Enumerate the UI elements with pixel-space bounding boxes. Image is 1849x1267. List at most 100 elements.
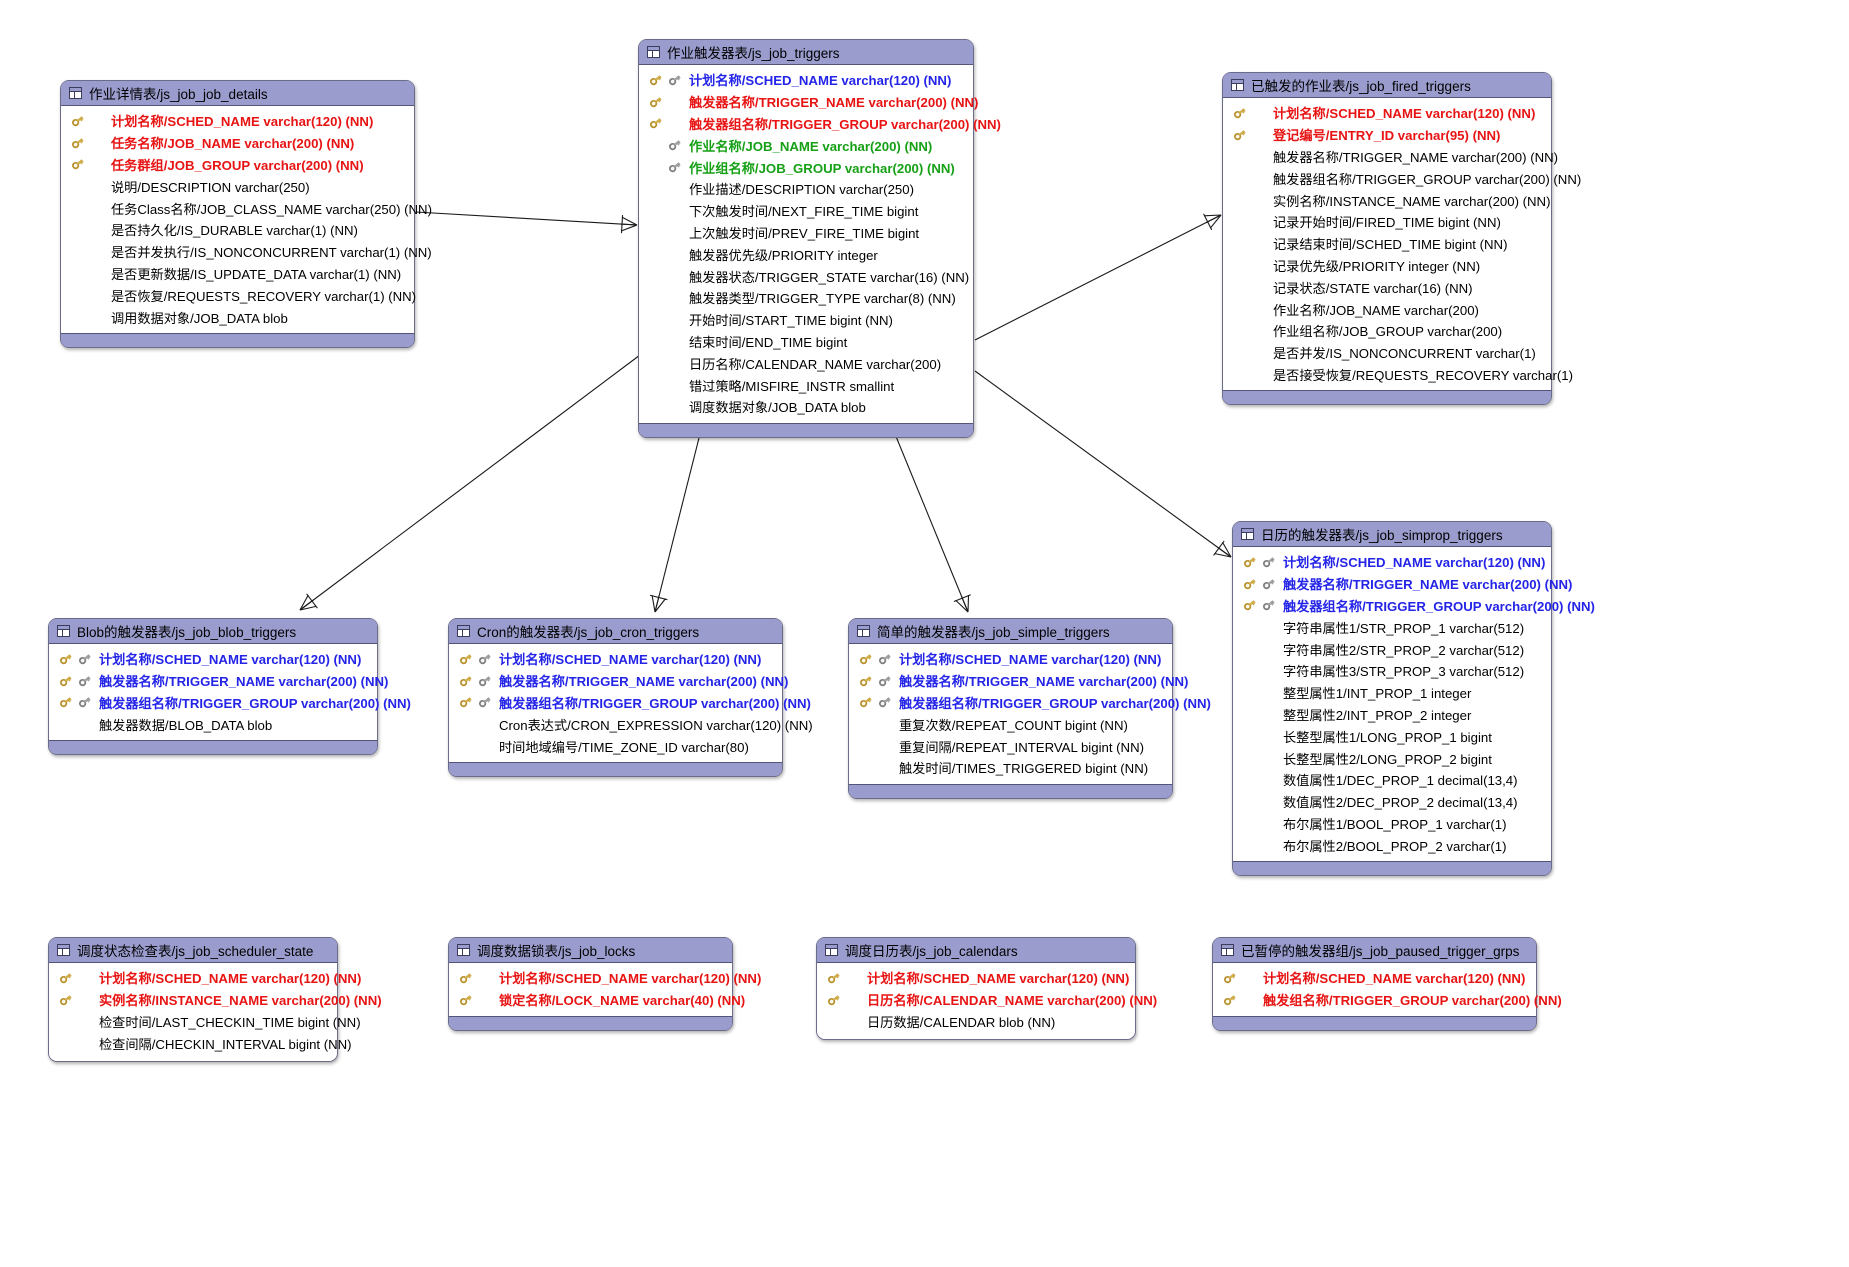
attribute-row[interactable]: 数值属性1/DEC_PROP_1 decimal(13,4) <box>1233 769 1551 791</box>
attribute-row[interactable]: 计划名称/SCHED_NAME varchar(120) (NN) <box>1213 967 1536 989</box>
attribute-row[interactable]: 结束时间/END_TIME bigint <box>639 331 973 353</box>
entity-header-js_job_cron_triggers[interactable]: Cron的触发器表/js_job_cron_triggers <box>449 619 782 644</box>
attribute-row[interactable]: 记录结束时间/SCHED_TIME bigint (NN) <box>1223 233 1551 255</box>
entity-js_job_simprop_triggers[interactable]: 日历的触发器表/js_job_simprop_triggers 计划名称/SCHE… <box>1232 521 1595 877</box>
entity-js_job_job_details[interactable]: 作业详情表/js_job_job_details 计划名称/SCHED_NAME … <box>60 80 432 348</box>
attribute-row[interactable]: 重复次数/REPEAT_COUNT bigint (NN) <box>849 713 1172 735</box>
attribute-row[interactable]: 日历名称/CALENDAR_NAME varchar(200) (NN) <box>817 989 1157 1011</box>
attribute-row[interactable]: 记录开始时间/FIRED_TIME bigint (NN) <box>1223 211 1551 233</box>
attribute-row[interactable]: 触发器名称/TRIGGER_NAME varchar(200) (NN) <box>49 670 388 692</box>
attribute-row[interactable]: 触发时间/TIMES_TRIGGERED bigint (NN) <box>849 757 1172 779</box>
attribute-row[interactable]: 整型属性2/INT_PROP_2 integer <box>1233 704 1551 726</box>
entity-js_job_scheduler_state[interactable]: 调度状态检查表/js_job_scheduler_state 计划名称/SCHED… <box>48 937 382 1063</box>
attribute-row[interactable]: 触发器组名称/TRIGGER_GROUP varchar(200) (NN) <box>849 692 1211 714</box>
attribute-row[interactable]: 触发器组名称/TRIGGER_GROUP varchar(200) (NN) <box>49 692 411 714</box>
attribute-row[interactable]: 触发器组名称/TRIGGER_GROUP varchar(200) (NN) <box>639 113 1001 135</box>
attribute-row[interactable]: 任务名称/JOB_NAME varchar(200) (NN) <box>61 132 414 154</box>
entity-header-js_job_paused_trigger_grps[interactable]: 已暂停的触发器组/js_job_paused_trigger_grps <box>1213 938 1536 963</box>
attribute-row[interactable]: 触发器类型/TRIGGER_TYPE varchar(8) (NN) <box>639 287 973 309</box>
attribute-row[interactable]: 作业组名称/JOB_GROUP varchar(200) <box>1223 320 1551 342</box>
entity-js_job_blob_triggers[interactable]: Blob的触发器表/js_job_blob_triggers 计划名称/SCHED… <box>48 618 411 756</box>
attribute-row[interactable]: 说明/DESCRIPTION varchar(250) <box>61 175 414 197</box>
attribute-row[interactable]: 计划名称/SCHED_NAME varchar(120) (NN) <box>1233 551 1551 573</box>
attribute-row[interactable]: 锁定名称/LOCK_NAME varchar(40) (NN) <box>449 989 745 1011</box>
attribute-row[interactable]: 计划名称/SCHED_NAME varchar(120) (NN) <box>49 967 361 989</box>
attribute-row[interactable]: 作业组名称/JOB_GROUP varchar(200) (NN) <box>639 156 973 178</box>
entity-header-js_job_fired_triggers[interactable]: 已触发的作业表/js_job_fired_triggers <box>1223 73 1551 98</box>
attribute-row[interactable]: 作业名称/JOB_NAME varchar(200) (NN) <box>639 134 973 156</box>
attribute-row[interactable]: 触发器数据/BLOB_DATA blob <box>49 713 377 735</box>
entity-header-js_job_job_details[interactable]: 作业详情表/js_job_job_details <box>61 81 414 106</box>
attribute-row[interactable]: 任务群组/JOB_GROUP varchar(200) (NN) <box>61 154 414 176</box>
attribute-row[interactable]: 触发组名称/TRIGGER_GROUP varchar(200) (NN) <box>1213 989 1562 1011</box>
entity-header-js_job_scheduler_state[interactable]: 调度状态检查表/js_job_scheduler_state <box>49 938 337 963</box>
attribute-row[interactable]: 触发器名称/TRIGGER_NAME varchar(200) (NN) <box>849 670 1188 692</box>
attribute-row[interactable]: 作业描述/DESCRIPTION varchar(250) <box>639 178 973 200</box>
attribute-row[interactable]: 是否并发/IS_NONCONCURRENT varchar(1) <box>1223 342 1551 364</box>
attribute-row[interactable]: 长整型属性2/LONG_PROP_2 bigint <box>1233 747 1551 769</box>
attribute-row[interactable]: 布尔属性1/BOOL_PROP_1 varchar(1) <box>1233 813 1551 835</box>
entity-js_job_fired_triggers[interactable]: 已触发的作业表/js_job_fired_triggers 计划名称/SCHED_… <box>1222 72 1581 406</box>
attribute-row[interactable]: 下次触发时间/NEXT_FIRE_TIME bigint <box>639 200 973 222</box>
attribute-row[interactable]: 开始时间/START_TIME bigint (NN) <box>639 309 973 331</box>
attribute-row[interactable]: 检查时间/LAST_CHECKIN_TIME bigint (NN) <box>49 1011 361 1033</box>
attribute-row[interactable]: 日历数据/CALENDAR blob (NN) <box>817 1011 1135 1033</box>
entity-header-js_job_simprop_triggers[interactable]: 日历的触发器表/js_job_simprop_triggers <box>1233 522 1551 547</box>
attribute-row[interactable]: 上次触发时间/PREV_FIRE_TIME bigint <box>639 222 973 244</box>
entity-header-js_job_blob_triggers[interactable]: Blob的触发器表/js_job_blob_triggers <box>49 619 377 644</box>
attribute-row[interactable]: 触发器名称/TRIGGER_NAME varchar(200) (NN) <box>639 91 978 113</box>
attribute-row[interactable]: 任务Class名称/JOB_CLASS_NAME varchar(250) (N… <box>61 197 432 219</box>
attribute-row[interactable]: 检查间隔/CHECKIN_INTERVAL bigint (NN) <box>49 1032 352 1054</box>
entity-js_job_simple_triggers[interactable]: 简单的触发器表/js_job_simple_triggers 计划名称/SCHED… <box>848 618 1211 799</box>
attribute-row[interactable]: 触发器组名称/TRIGGER_GROUP varchar(200) (NN) <box>1223 167 1581 189</box>
attribute-row[interactable]: 是否恢复/REQUESTS_RECOVERY varchar(1) (NN) <box>61 284 416 306</box>
attribute-row[interactable]: 触发器组名称/TRIGGER_GROUP varchar(200) (NN) <box>449 692 811 714</box>
entity-header-js_job_locks[interactable]: 调度数据锁表/js_job_locks <box>449 938 732 963</box>
attribute-row[interactable]: 实例名称/INSTANCE_NAME varchar(200) (NN) <box>49 989 382 1011</box>
attribute-row[interactable]: 记录优先级/PRIORITY integer (NN) <box>1223 255 1551 277</box>
attribute-row[interactable]: 计划名称/SCHED_NAME varchar(120) (NN) <box>49 648 377 670</box>
attribute-row[interactable]: 日历名称/CALENDAR_NAME varchar(200) <box>639 352 973 374</box>
attribute-row[interactable]: 布尔属性2/BOOL_PROP_2 varchar(1) <box>1233 834 1551 856</box>
attribute-row[interactable]: 字符串属性2/STR_PROP_2 varchar(512) <box>1233 638 1551 660</box>
attribute-row[interactable]: 登记编号/ENTRY_ID varchar(95) (NN) <box>1223 124 1551 146</box>
attribute-row[interactable]: 触发器组名称/TRIGGER_GROUP varchar(200) (NN) <box>1233 595 1595 617</box>
attribute-row[interactable]: 实例名称/INSTANCE_NAME varchar(200) (NN) <box>1223 189 1551 211</box>
attribute-row[interactable]: 触发器优先级/PRIORITY integer <box>639 243 973 265</box>
attribute-row[interactable]: Cron表达式/CRON_EXPRESSION varchar(120) (NN… <box>449 713 813 735</box>
attribute-row[interactable]: 调用数据对象/JOB_DATA blob <box>61 306 414 328</box>
attribute-row[interactable]: 计划名称/SCHED_NAME varchar(120) (NN) <box>1223 102 1551 124</box>
attribute-row[interactable]: 计划名称/SCHED_NAME varchar(120) (NN) <box>61 110 414 132</box>
entity-js_job_locks[interactable]: 调度数据锁表/js_job_locks 计划名称/SCHED_NAME varch… <box>448 937 761 1031</box>
attribute-row[interactable]: 计划名称/SCHED_NAME varchar(120) (NN) <box>449 967 761 989</box>
attribute-row[interactable]: 调度数据对象/JOB_DATA blob <box>639 396 973 418</box>
attribute-row[interactable]: 触发器名称/TRIGGER_NAME varchar(200) (NN) <box>1223 146 1558 168</box>
entity-js_job_triggers[interactable]: 作业触发器表/js_job_triggers 计划名称/SCHED_NAME va… <box>638 39 1001 438</box>
attribute-row[interactable]: 计划名称/SCHED_NAME varchar(120) (NN) <box>449 648 782 670</box>
attribute-row[interactable]: 计划名称/SCHED_NAME varchar(120) (NN) <box>639 69 973 91</box>
attribute-row[interactable]: 触发器状态/TRIGGER_STATE varchar(16) (NN) <box>639 265 973 287</box>
attribute-row[interactable]: 触发器名称/TRIGGER_NAME varchar(200) (NN) <box>449 670 788 692</box>
attribute-row[interactable]: 是否更新数据/IS_UPDATE_DATA varchar(1) (NN) <box>61 263 414 285</box>
attribute-row[interactable]: 整型属性1/INT_PROP_1 integer <box>1233 682 1551 704</box>
attribute-row[interactable]: 重复间隔/REPEAT_INTERVAL bigint (NN) <box>849 735 1172 757</box>
attribute-row[interactable]: 字符串属性1/STR_PROP_1 varchar(512) <box>1233 616 1551 638</box>
attribute-row[interactable]: 作业名称/JOB_NAME varchar(200) <box>1223 298 1551 320</box>
attribute-row[interactable]: 错过策略/MISFIRE_INSTR smallint <box>639 374 973 396</box>
entity-js_job_cron_triggers[interactable]: Cron的触发器表/js_job_cron_triggers 计划名称/SCHED… <box>448 618 813 777</box>
attribute-row[interactable]: 记录状态/STATE varchar(16) (NN) <box>1223 276 1551 298</box>
attribute-row[interactable]: 计划名称/SCHED_NAME varchar(120) (NN) <box>817 967 1135 989</box>
entity-header-js_job_simple_triggers[interactable]: 简单的触发器表/js_job_simple_triggers <box>849 619 1172 644</box>
entity-header-js_job_triggers[interactable]: 作业触发器表/js_job_triggers <box>639 40 973 65</box>
attribute-row[interactable]: 长整型属性1/LONG_PROP_1 bigint <box>1233 725 1551 747</box>
attribute-row[interactable]: 时间地域编号/TIME_ZONE_ID varchar(80) <box>449 735 782 757</box>
attribute-row[interactable]: 是否持久化/IS_DURABLE varchar(1) (NN) <box>61 219 414 241</box>
attribute-row[interactable]: 数值属性2/DEC_PROP_2 decimal(13,4) <box>1233 791 1551 813</box>
entity-header-js_job_calendars[interactable]: 调度日历表/js_job_calendars <box>817 938 1135 963</box>
attribute-row[interactable]: 字符串属性3/STR_PROP_3 varchar(512) <box>1233 660 1551 682</box>
attribute-row[interactable]: 计划名称/SCHED_NAME varchar(120) (NN) <box>849 648 1172 670</box>
attribute-row[interactable]: 是否并发执行/IS_NONCONCURRENT varchar(1) (NN) <box>61 241 432 263</box>
entity-js_job_paused_trigger_grps[interactable]: 已暂停的触发器组/js_job_paused_trigger_grps 计划名称/… <box>1212 937 1562 1031</box>
attribute-row[interactable]: 触发器名称/TRIGGER_NAME varchar(200) (NN) <box>1233 573 1572 595</box>
entity-js_job_calendars[interactable]: 调度日历表/js_job_calendars 计划名称/SCHED_NAME va… <box>816 937 1157 1041</box>
